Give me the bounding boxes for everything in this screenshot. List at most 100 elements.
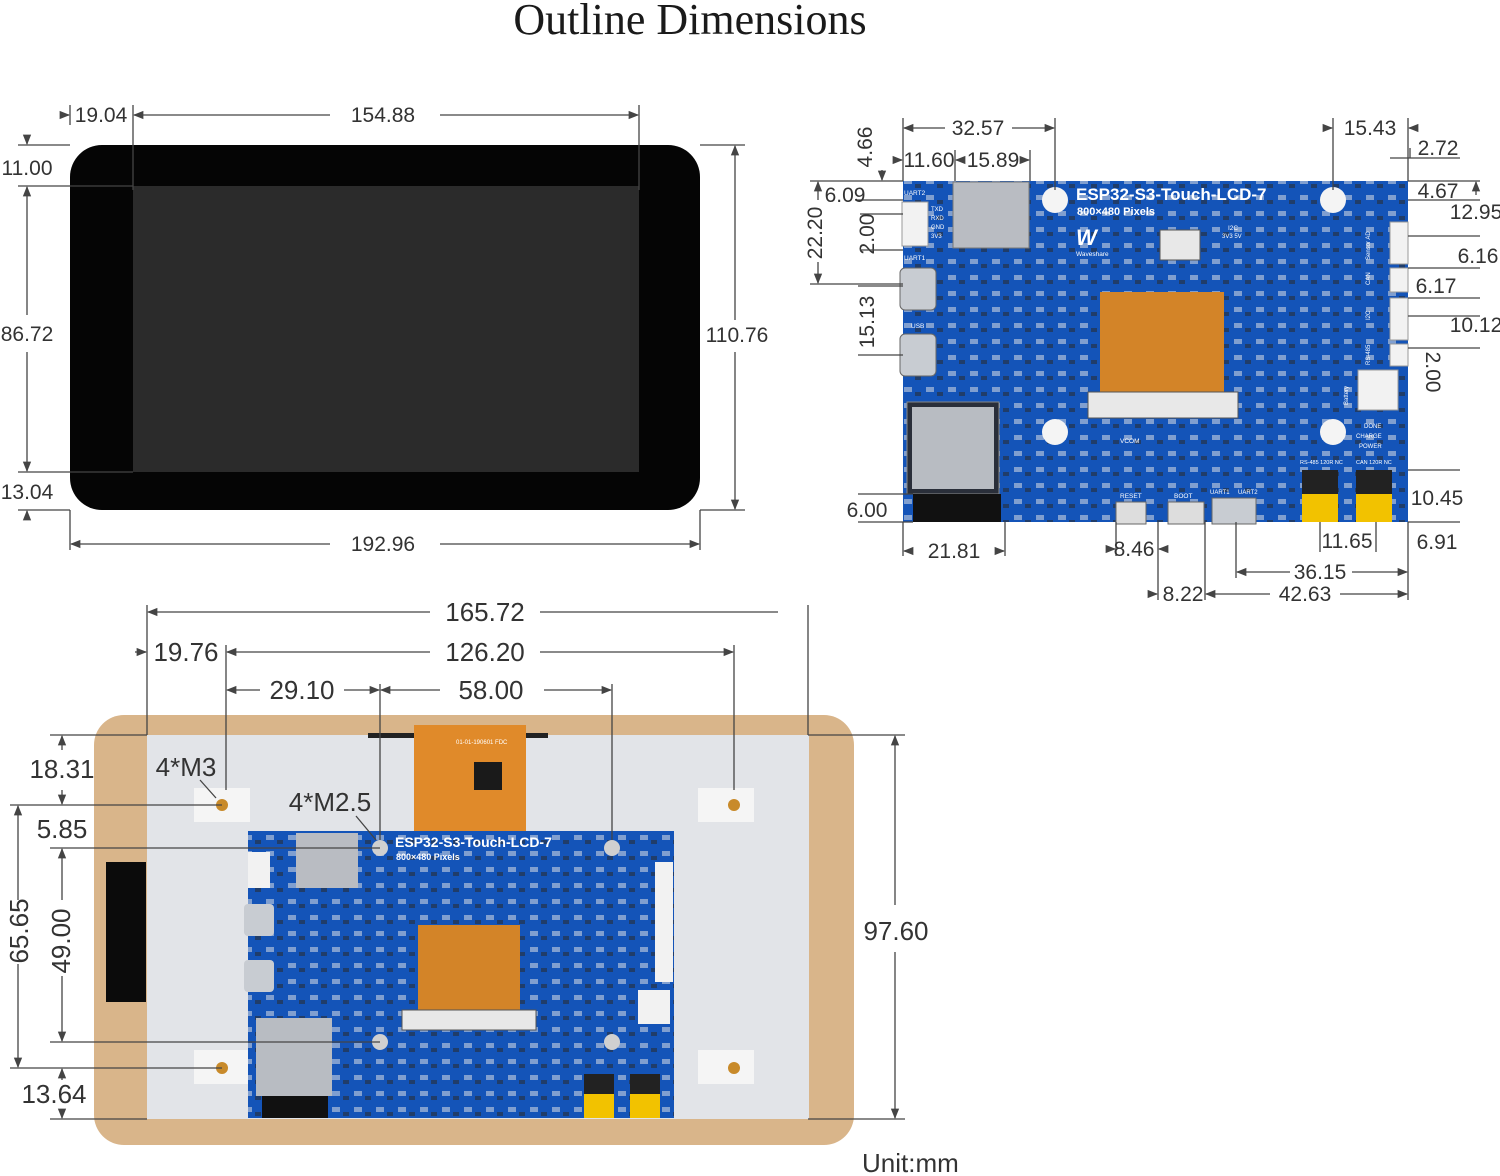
- dim-10-12: 10.12: [1450, 314, 1500, 337]
- uart1-usbc: [899, 267, 937, 311]
- m2-5-hole: [604, 1034, 620, 1050]
- uart2-connector: [901, 201, 929, 247]
- i2c-connector: [1389, 297, 1409, 341]
- dim-21-81: 21.81: [928, 540, 981, 563]
- dim-6-91: 6.91: [1417, 531, 1458, 554]
- m2-5-hole: [604, 840, 620, 856]
- usb-usbc: [899, 333, 937, 377]
- m3-standoff: [728, 799, 740, 811]
- dim-6-16: 6.16: [1458, 245, 1499, 268]
- dim-15-43: 15.43: [1344, 117, 1397, 140]
- label-boot: BOOT: [1174, 493, 1192, 500]
- dim-42-63: 42.63: [1279, 583, 1332, 606]
- dim-11-60: 11.60: [904, 149, 955, 172]
- mount-hole: [1042, 419, 1068, 445]
- label-charge: CHARGE: [1356, 434, 1382, 440]
- pcb-resolution: 800×480 Pixels: [1077, 206, 1155, 218]
- dim-bottom-bezel: 13.04: [1, 481, 54, 504]
- mount-hole: [1320, 187, 1346, 213]
- back-pcb-product-name: ESP32-S3-Touch-LCD-7: [395, 834, 552, 850]
- mount-hole: [1320, 419, 1346, 445]
- label-rs485-term: RS-485 120R NC: [1300, 460, 1343, 466]
- m3-standoff: [728, 1062, 740, 1074]
- boot-button: [1167, 501, 1205, 525]
- dim-total-height: 110.76: [706, 324, 769, 347]
- screen-front-view: 19.04 154.88 11.00 86.72 13.04 110.76 19…: [1, 104, 769, 556]
- dim-36-15: 36.15: [1294, 561, 1347, 584]
- uart-switch: [1211, 497, 1257, 525]
- dim-2-72: 2.72: [1418, 137, 1459, 160]
- diagram-title: Outline Dimensions: [513, 0, 866, 44]
- label-rxd: RXD: [931, 216, 944, 222]
- dim-97-60: 97.60: [863, 916, 928, 946]
- dim-total-width: 192.96: [351, 533, 415, 556]
- label-power: POWER: [1359, 444, 1382, 450]
- dim-126-20: 126.20: [445, 637, 525, 667]
- label-done: DONE: [1364, 424, 1381, 430]
- dim-4-67: 4.67: [1418, 180, 1459, 203]
- dim-15-89: 15.89: [967, 149, 1020, 172]
- screen-active-area: [133, 186, 639, 472]
- dim-12-95: 12.95: [1450, 201, 1500, 224]
- dim-58-00: 58.00: [458, 675, 523, 705]
- dim-2-00-right: 2.00: [1421, 352, 1444, 393]
- pcb-brand: Waveshare: [1076, 251, 1109, 258]
- dim-32-57: 32.57: [952, 117, 1005, 140]
- label-i2c-voltage: 3V3 5V: [1222, 234, 1242, 240]
- dim-15-13: 15.13: [856, 296, 879, 349]
- label-rs485: RS-485: [1366, 344, 1372, 365]
- dim-m3-label: 4*M3: [156, 752, 217, 782]
- antenna-area: [913, 494, 1001, 522]
- fpc-cable: [1100, 292, 1224, 392]
- rs485-connector: [1389, 343, 1409, 367]
- sensor-connector: [1389, 221, 1409, 265]
- unit-label: Unit:mm: [862, 1148, 959, 1176]
- label-uart1: UART1: [904, 255, 926, 262]
- label-reset: RESET: [1120, 493, 1142, 500]
- label-can: CAN: [1366, 272, 1372, 285]
- dim-29-10: 29.10: [269, 675, 334, 705]
- label-i2c-side: I2C: [1366, 310, 1372, 320]
- dim-8-46: 8.46: [1114, 538, 1155, 561]
- fpc-connector: [1087, 391, 1239, 419]
- label-3v3: 3V3: [931, 234, 942, 240]
- back-pcb-resolution: 800×480 Pixels: [396, 852, 460, 862]
- dim-4-66: 4.66: [854, 127, 877, 168]
- dim-18-31: 18.31: [29, 754, 94, 784]
- label-sensor: Sensor AD: [1366, 231, 1372, 260]
- dim-active-height: 86.72: [1, 323, 54, 346]
- side-cutout: [106, 862, 146, 1002]
- label-usb: USB: [911, 323, 924, 330]
- board-top-view: ESP32-S3-Touch-LCD-7 800×480 Pixels W Wa…: [804, 117, 1500, 606]
- fpc-marking: 01-01-190601 FDC: [456, 740, 508, 746]
- dim-165-72: 165.72: [445, 597, 525, 627]
- label-txd: TXD: [931, 207, 944, 213]
- label-vcom: VCOM: [1120, 438, 1140, 445]
- label-battery: Battery: [1344, 386, 1350, 405]
- mount-hole: [1042, 187, 1068, 213]
- can-connector: [1389, 267, 1409, 293]
- dim-19-76: 19.76: [153, 637, 218, 667]
- dim-6-17: 6.17: [1416, 275, 1457, 298]
- dim-10-45: 10.45: [1411, 487, 1464, 510]
- dim-left-bezel: 19.04: [75, 104, 128, 127]
- label-uart-switch-2: UART2: [1238, 490, 1258, 496]
- dim-6-09: 6.09: [825, 184, 866, 207]
- dim-6-00: 6.00: [847, 499, 888, 522]
- dim-active-width: 154.88: [351, 104, 415, 127]
- dim-8-22: 8.22: [1163, 583, 1204, 606]
- dim-5-85: 5.85: [37, 814, 88, 844]
- dim-13-64: 13.64: [21, 1079, 86, 1109]
- label-can-term: CAN 120R NC: [1356, 460, 1392, 466]
- dim-65-65: 65.65: [4, 898, 34, 963]
- battery-connector: [1357, 369, 1399, 411]
- label-uart2: UART2: [904, 190, 926, 197]
- label-gnd: GND: [931, 225, 945, 231]
- fpc-ribbon: [414, 725, 526, 835]
- pcb-product-name: ESP32-S3-Touch-LCD-7: [1076, 185, 1267, 204]
- dim-m2-5-label: 4*M2.5: [289, 787, 371, 817]
- back-view: 01-01-190601 FDC ESP32-S3-Touch-LCD-7 80…: [4, 597, 929, 1145]
- label-i2c-top: I2C: [1228, 225, 1238, 232]
- dim-11-65: 11.65: [1322, 530, 1373, 553]
